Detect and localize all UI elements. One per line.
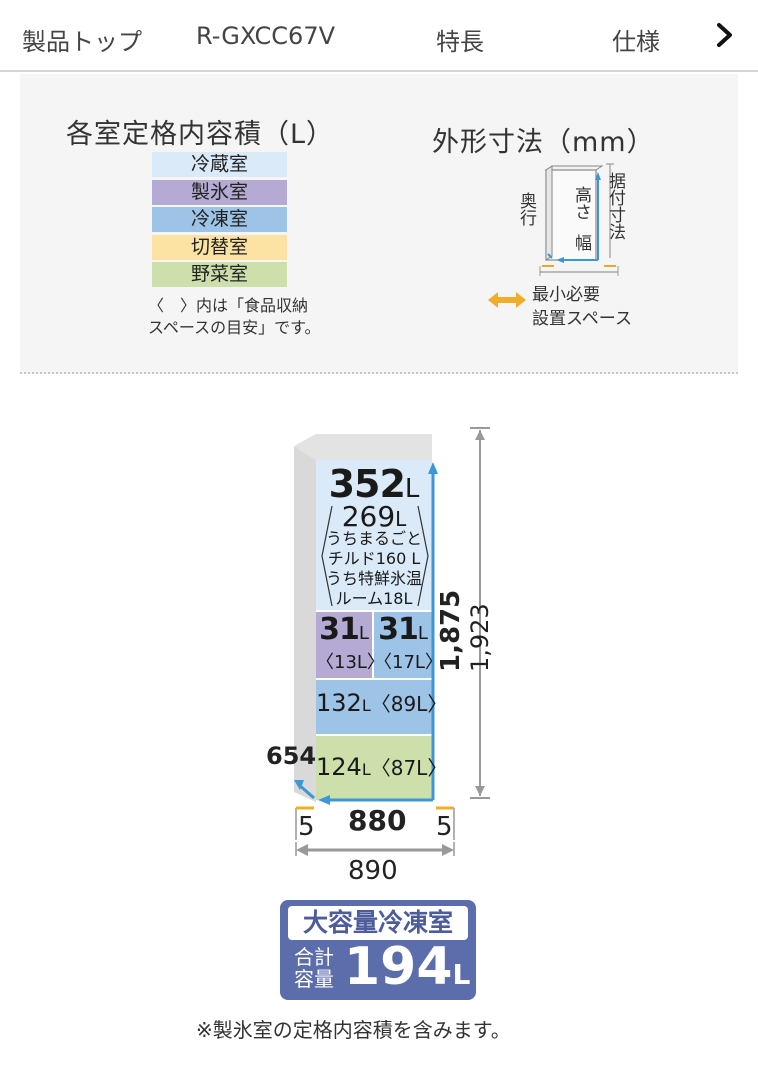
chilled-line1: うちまるごと	[325, 529, 422, 548]
dimensions-legend-title: 外形寸法（mm）	[432, 127, 655, 158]
min-space-arrow-icon	[488, 292, 526, 308]
legend-note-line2: スペースの目安」です。	[148, 318, 321, 337]
legend-freezer: 冷凍室	[152, 207, 287, 232]
product-nav-bar: 製品トップ R-GXCC67V 特長 仕様	[0, 0, 758, 72]
badge-total-capacity: 194L	[344, 937, 471, 997]
legend-switch-room: 切替室	[152, 235, 287, 260]
refrigerator-capacity: 352L	[328, 462, 420, 506]
fridge-outline	[294, 427, 490, 856]
height-dimension: 1,875	[436, 589, 466, 672]
install-dimension-label: 据付寸法	[605, 172, 625, 240]
width-label: 幅	[571, 234, 591, 251]
legend-panel: 各室定格内容積（L） 冷蔵室 製氷室 冷凍室 切替室 野菜室 〈 〉内は「食品収…	[20, 74, 738, 374]
nav-product-top[interactable]: 製品トップ	[22, 28, 142, 56]
freezer-capacity: 132L〈89L〉	[316, 689, 448, 717]
depth-dimension: 654	[266, 742, 317, 770]
legend-vegetable-room: 野菜室	[152, 262, 287, 287]
switch-room-capacity: 31L	[378, 612, 428, 647]
chevron-right-icon[interactable]	[712, 20, 738, 50]
badge-title: 大容量冷凍室	[288, 906, 468, 940]
left-gap-dimension: 5	[298, 812, 315, 842]
chilled-line4: ルーム18L	[335, 589, 413, 608]
install-width-dimension: 890	[348, 856, 398, 886]
legend-refrigerator: 冷蔵室	[152, 152, 287, 177]
install-height-dimension: 1,923	[466, 603, 494, 672]
nav-specs[interactable]: 仕様	[612, 28, 660, 56]
nav-model-name[interactable]: R-GXCC67V	[196, 22, 336, 50]
right-gap-dimension: 5	[436, 812, 453, 842]
chilled-line3: うち特鮮氷温	[325, 569, 422, 588]
depth-label: 奥行	[516, 192, 536, 226]
nav-features[interactable]: 特長	[436, 28, 484, 56]
legend-note-line1: 〈 〉内は「食品収納	[148, 296, 309, 315]
vegetable-room-capacity: 124L〈87L〉	[316, 753, 448, 781]
footnote: ※製氷室の定格内容積を含みます。	[196, 1018, 511, 1042]
large-freezer-badge: 大容量冷凍室 合計 容量 194L	[280, 900, 476, 1000]
chilled-line2: チルド160 L	[327, 549, 421, 568]
chilled-total-capacity: 269L	[341, 500, 407, 533]
min-space-label-line1: 最小必要	[532, 285, 600, 305]
ice-room-storage: 〈13L〉	[316, 652, 385, 673]
height-label: 高さ	[571, 186, 591, 220]
legend-ice-room: 製氷室	[152, 180, 287, 205]
width-dimension: 880	[348, 804, 407, 837]
min-space-label-line2: 設置スペース	[532, 309, 632, 329]
dimension-diagram-icon	[539, 163, 619, 276]
badge-label: 合計 容量	[294, 945, 334, 991]
ice-room-capacity: 31L	[319, 612, 369, 647]
switch-room-storage: 〈17L〉	[374, 652, 443, 673]
capacity-legend-title: 各室定格内容積（L）	[66, 119, 335, 150]
